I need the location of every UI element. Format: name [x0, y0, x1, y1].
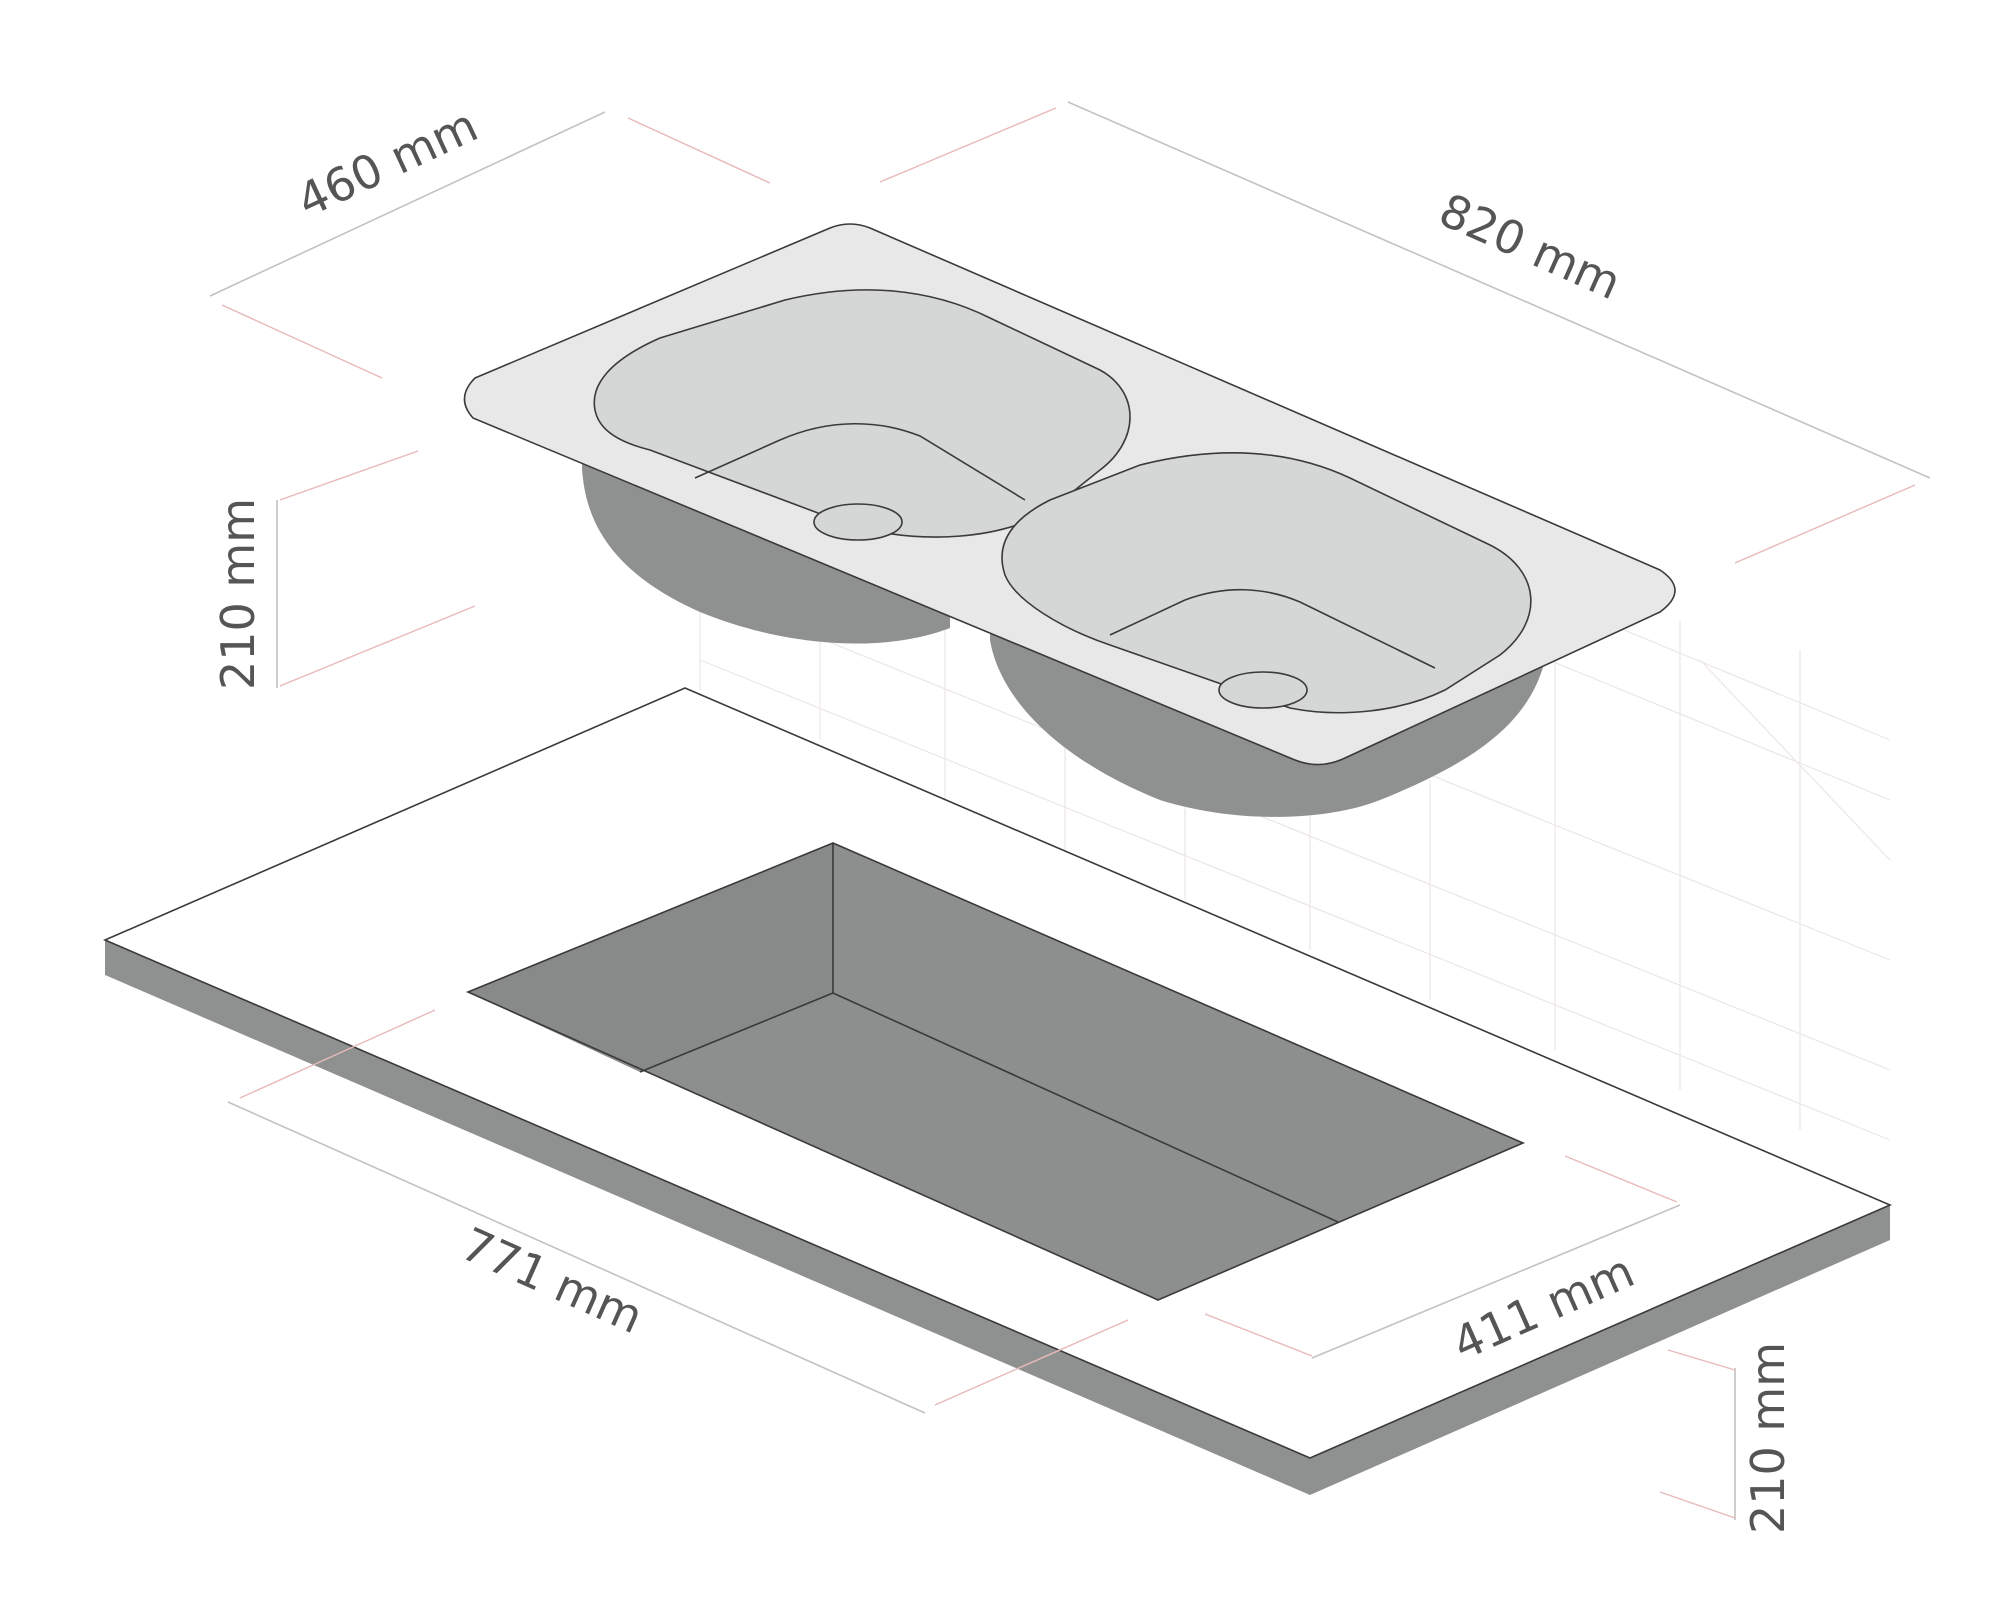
countertop-right-edge	[1310, 1205, 1890, 1495]
sink-height-label: 210 mm	[211, 498, 265, 690]
cutout-height-label: 210 mm	[1741, 1342, 1795, 1534]
right-drain	[1218, 671, 1308, 709]
sink-length-label: 820 mm	[1432, 183, 1629, 310]
right-bowl-floor-edge	[1109, 588, 1436, 669]
cutout-back-wall	[468, 843, 833, 1072]
left-bowl-floor-edge	[694, 422, 1026, 501]
cutout-floor-side-edge	[832, 992, 1339, 1223]
double-bowl-sink	[463, 223, 1676, 817]
countertop-front-edge	[105, 940, 1310, 1495]
right-bowl	[1001, 452, 1532, 714]
dimension-lines	[209, 101, 1931, 1520]
left-drain	[813, 503, 903, 541]
sink-depth-label: 460 mm	[289, 98, 486, 228]
cutout-floor-back-edge	[639, 992, 834, 1073]
cutout-length-label: 771 mm	[454, 1217, 651, 1344]
countertop	[102, 687, 1893, 1495]
